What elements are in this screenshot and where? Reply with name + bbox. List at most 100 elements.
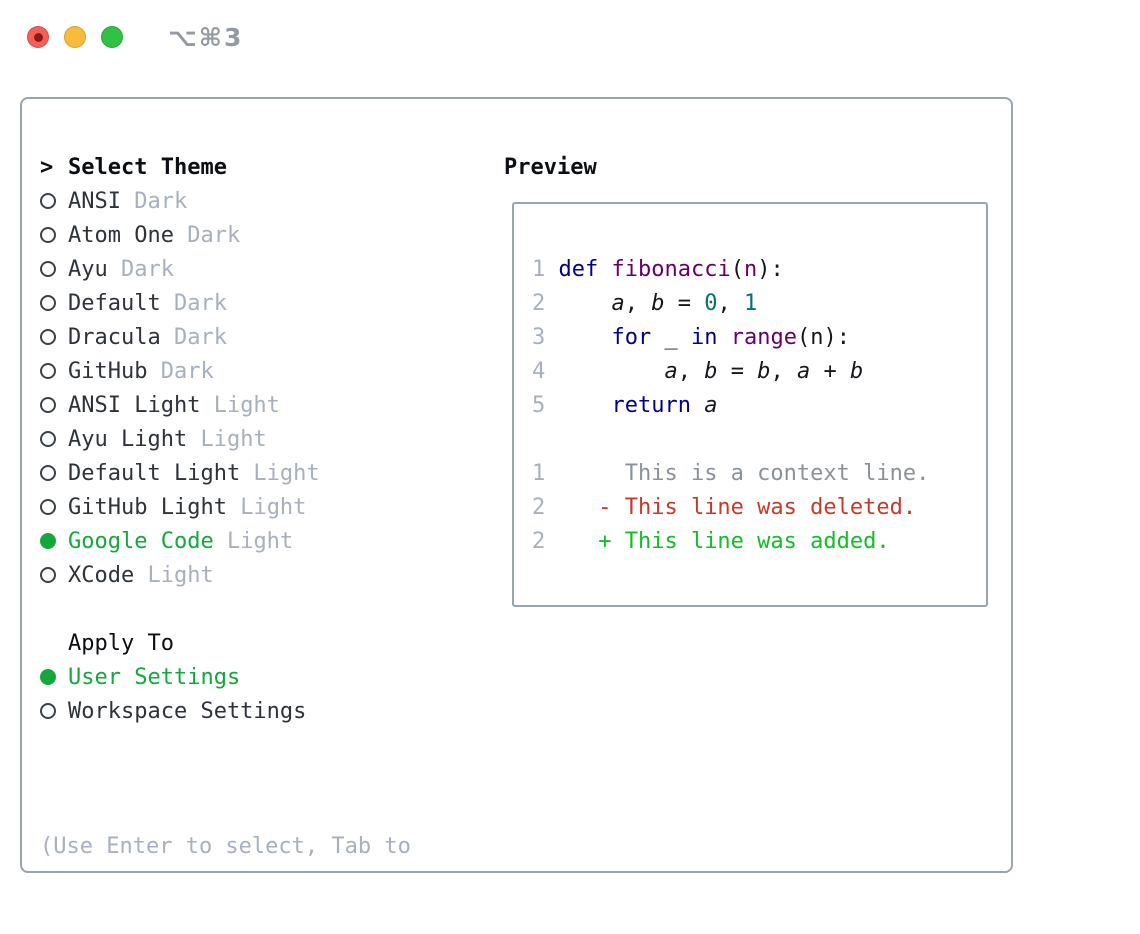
line-number: 2	[532, 528, 546, 554]
code-token: def	[558, 256, 599, 282]
code-gap	[545, 257, 558, 282]
theme-variant: Dark	[107, 256, 174, 282]
theme-item-github[interactable]: GitHub Dark	[40, 354, 320, 388]
theme-item-xcode[interactable]: XCode Light	[40, 558, 320, 592]
code-line: 4 a, b = b, a + b	[532, 354, 984, 388]
theme-variant: Dark	[120, 188, 188, 214]
code-token: ,	[770, 358, 797, 384]
code-token: a	[704, 392, 718, 418]
line-number: 2	[532, 290, 546, 316]
apply-option-user-settings[interactable]: User Settings	[40, 660, 306, 694]
radio-icon	[40, 465, 68, 481]
code-token: in	[690, 324, 718, 350]
code-token: a	[796, 358, 811, 384]
code-token	[717, 325, 730, 350]
theme-item-google-code[interactable]: Google Code Light	[40, 524, 320, 558]
theme-item-ayu-light[interactable]: Ayu Light Light	[40, 422, 320, 456]
theme-item-default[interactable]: Default Dark	[40, 286, 320, 320]
radio-icon	[40, 363, 68, 379]
theme-item-ansi-light[interactable]: ANSI Light Light	[40, 388, 320, 422]
theme-item-default-light[interactable]: Default Light Light	[40, 456, 320, 490]
radio-icon	[40, 329, 68, 345]
theme-list-title: Select Theme	[68, 154, 227, 180]
line-number: 5	[532, 392, 546, 418]
theme-variant: Light	[213, 528, 294, 554]
theme-item-ayu[interactable]: Ayu Dark	[40, 252, 320, 286]
theme-name: Atom One	[68, 222, 174, 248]
code-token: a	[664, 358, 678, 384]
code-token: _	[651, 324, 691, 350]
diff-text: + This line was added.	[545, 528, 890, 554]
theme-variant: Light	[226, 494, 307, 520]
code-token: fibonacci	[611, 256, 731, 282]
help-text: (Use Enter to select, Tab to change focu…	[40, 762, 411, 934]
code-token: (	[730, 256, 744, 282]
close-button[interactable]	[27, 26, 49, 48]
radio-icon	[40, 703, 68, 719]
radio-selected-icon	[40, 669, 68, 685]
apply-to-header-row: Apply To	[40, 626, 306, 660]
empty-line	[532, 422, 984, 456]
theme-item-atom-one[interactable]: Atom One Dark	[40, 218, 320, 252]
code-token	[559, 393, 612, 418]
diff-line-del: 2 - This line was deleted.	[532, 490, 984, 524]
code-token: range	[730, 324, 797, 350]
window-title: ⌥⌘3	[168, 23, 244, 52]
radio-selected-icon	[40, 533, 68, 549]
radio-icon	[40, 431, 68, 447]
line-number: 2	[532, 494, 546, 520]
code-token: +	[810, 358, 850, 384]
theme-item-ansi[interactable]: ANSI Dark	[40, 184, 320, 218]
theme-name: XCode	[68, 562, 135, 588]
theme-variant: Light	[134, 562, 214, 588]
code-token: ,	[677, 358, 705, 384]
radio-icon	[40, 567, 68, 583]
preview-header: Preview	[504, 154, 597, 180]
theme-variant: Light	[200, 392, 280, 418]
apply-option-workspace-settings[interactable]: Workspace Settings	[40, 694, 306, 728]
code-token: =	[717, 358, 758, 384]
code-token: n	[743, 256, 758, 282]
theme-variant: Dark	[160, 290, 227, 316]
code-token: (n):	[796, 324, 850, 350]
code-token: ,	[717, 290, 744, 316]
record-dot-icon	[33, 32, 43, 42]
theme-name: ANSI	[68, 188, 121, 214]
code-token: ,	[624, 290, 652, 316]
code-token: b	[651, 290, 665, 316]
code-gap	[545, 359, 558, 384]
code-gap	[545, 325, 558, 350]
theme-name: Default	[68, 290, 161, 316]
minimize-button[interactable]	[64, 26, 86, 48]
code-token: 1	[743, 290, 758, 316]
zoom-button[interactable]	[101, 26, 123, 48]
radio-icon	[40, 261, 68, 277]
code-gap	[545, 291, 558, 316]
code-token: b	[757, 358, 771, 384]
theme-name: Google Code	[68, 528, 214, 554]
code-line: 5 return a	[532, 388, 984, 422]
theme-item-github-light[interactable]: GitHub Light Light	[40, 490, 320, 524]
radio-icon	[40, 397, 68, 413]
theme-name: ANSI Light	[68, 392, 201, 418]
code-gap	[545, 393, 558, 418]
line-number: 1	[532, 460, 546, 486]
theme-variant: Light	[240, 460, 320, 486]
code-line: 1 def fibonacci(n):	[532, 252, 984, 286]
line-number: 4	[532, 358, 546, 384]
theme-variant: Dark	[173, 222, 241, 248]
code-token	[691, 393, 704, 418]
theme-name: GitHub Light	[68, 494, 227, 520]
apply-to-header: Apply To	[68, 630, 174, 656]
diff-line-ctx: 1 This is a context line.	[532, 456, 984, 490]
theme-name: GitHub	[68, 358, 148, 384]
diff-line-add: 2 + This line was added.	[532, 524, 984, 558]
theme-name: Ayu	[68, 256, 108, 282]
diff-text: - This line was deleted.	[545, 494, 917, 520]
theme-item-dracula[interactable]: Dracula Dark	[40, 320, 320, 354]
